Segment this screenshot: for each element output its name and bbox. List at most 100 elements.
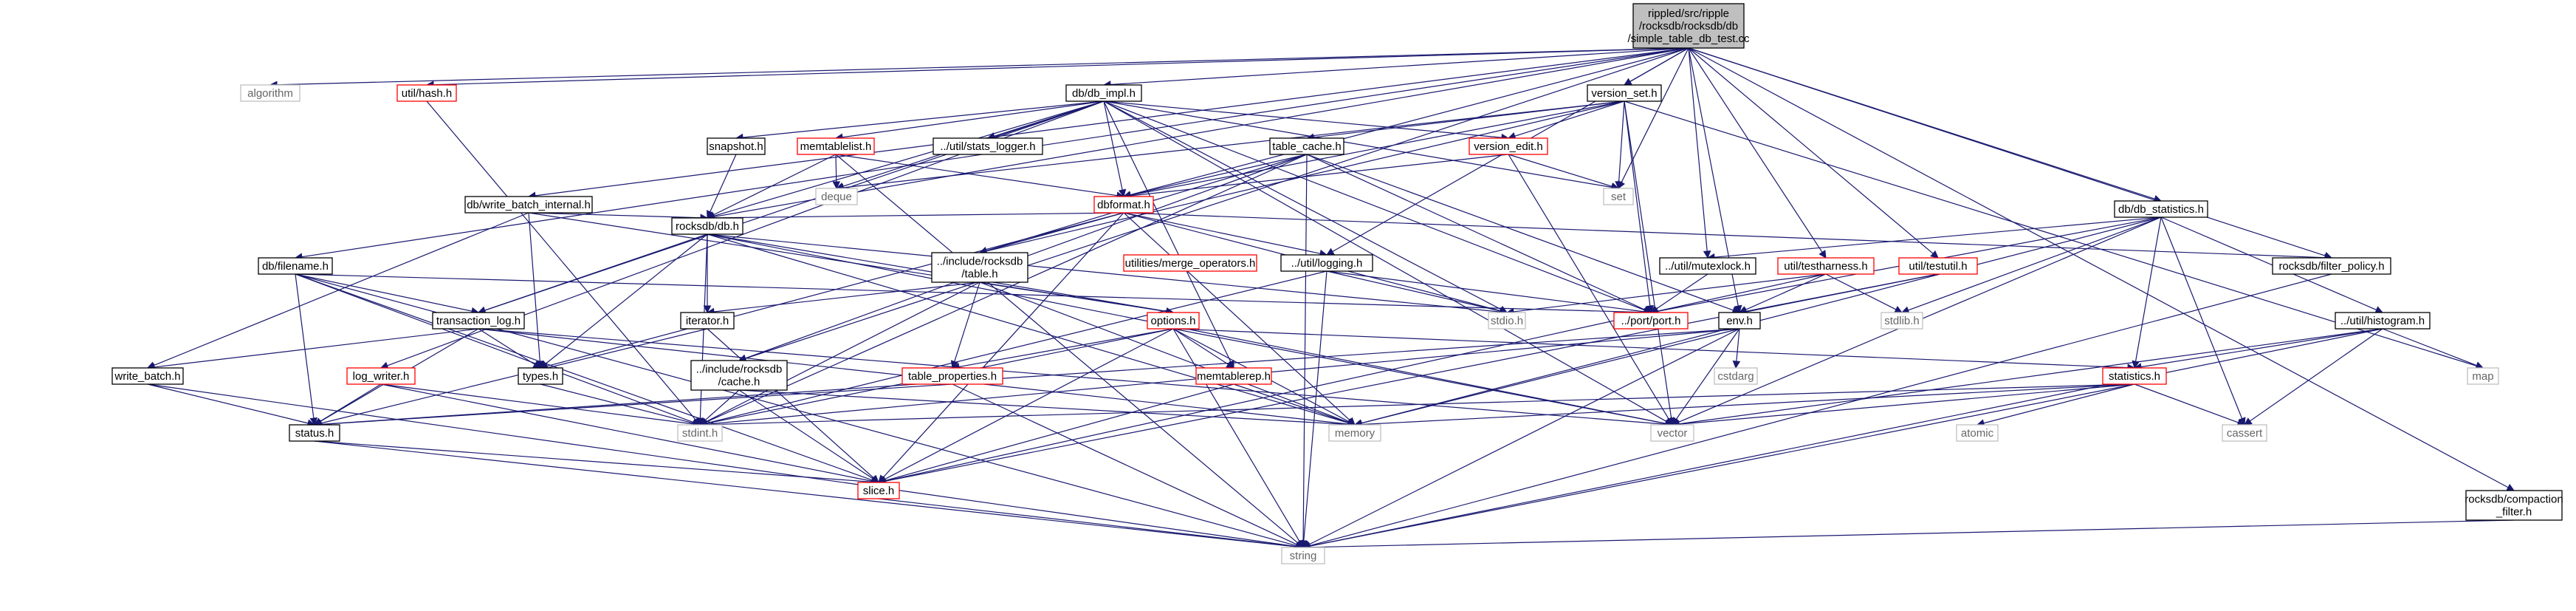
edge-statistics-to-cassert <box>2134 383 2246 426</box>
edge-transaction_log-to-write_batch <box>146 328 479 372</box>
node-box <box>797 137 875 155</box>
edge-histogram-to-vector <box>1671 328 2383 428</box>
node-write-batch-internal[interactable]: db/write_batch_internal.h <box>464 196 593 214</box>
node-rocksdb-db[interactable]: rocksdb/db.h <box>671 217 743 235</box>
edge-root-to-mutexlock <box>1688 47 1711 259</box>
node-memtablelist[interactable]: memtablelist.h <box>797 137 875 155</box>
node-options[interactable]: options.h <box>1147 312 1200 330</box>
node-util-hash[interactable]: util/hash.h <box>396 84 457 102</box>
node-snapshot[interactable]: snapshot.h <box>707 137 766 155</box>
node-filter-policy[interactable]: rocksdb/filter_policy.h <box>2272 257 2391 275</box>
edge-root-to-testutil <box>1688 47 1939 259</box>
node-status[interactable]: status.h <box>289 424 340 442</box>
node-label: ../util/histogram.h <box>2340 315 2425 327</box>
node-box <box>1065 84 1142 102</box>
node-compaction-filter[interactable]: rocksdb/compaction_filter.h <box>2465 490 2563 521</box>
node-box <box>1469 137 1548 155</box>
node-label: set <box>1611 191 1627 203</box>
node-label: version_edit.h <box>1474 140 1542 153</box>
node-memtablerep[interactable]: memtablerep.h <box>1195 367 1272 385</box>
node-port[interactable]: ../port/port.h <box>1613 312 1689 330</box>
node-box <box>1659 257 1756 275</box>
node-statistics[interactable]: statistics.h <box>2102 367 2167 385</box>
node-version-edit[interactable]: version_edit.h <box>1469 137 1548 155</box>
edge-log_writer-to-status <box>314 383 382 426</box>
node-label: version_set.h <box>1591 87 1657 100</box>
node-label: /cache.h <box>718 376 760 389</box>
node-box <box>1488 312 1526 330</box>
node-label: db/filename.h <box>262 260 329 273</box>
node-vector: vector <box>1650 424 1694 442</box>
node-slice[interactable]: slice.h <box>857 482 900 499</box>
node-label: ../include/rocksdb <box>696 363 783 376</box>
node-iterator[interactable]: iterator.h <box>680 312 735 330</box>
node-box <box>289 424 340 442</box>
edge-util_hash-to-stdint <box>426 100 701 426</box>
node-box <box>1587 84 1662 102</box>
node-testharness[interactable]: util/testharness.h <box>1777 257 1875 275</box>
node-log-writer[interactable]: log_writer.h <box>346 367 416 385</box>
node-label: ../util/mutexlock.h <box>1665 260 1751 273</box>
node-db-statistics[interactable]: db/db_statistics.h <box>2114 200 2208 218</box>
node-box <box>1650 424 1694 442</box>
edge-memtablelist-to-deque <box>832 154 841 190</box>
node-label: stdio.h <box>1491 315 1523 327</box>
node-box <box>690 360 788 391</box>
node-root[interactable]: rippled/src/ripple/rocksdb/rocksdb/db/si… <box>1627 3 1750 49</box>
node-label: memtablelist.h <box>800 140 872 153</box>
node-label: _filter.h <box>2496 506 2532 519</box>
node-util-logging[interactable]: ../util/logging.h <box>1280 254 1373 272</box>
edge-db_impl-to-memtablelist <box>834 100 1105 141</box>
edge-snapshot-to-rocksdb_db <box>707 154 737 219</box>
node-filename[interactable]: db/filename.h <box>258 257 333 275</box>
node-label: log_writer.h <box>353 370 410 383</box>
node-label: snapshot.h <box>709 140 763 153</box>
edge-db_statistics-to-statistics <box>2132 216 2162 369</box>
node-box <box>2222 424 2267 442</box>
node-cassert: cassert <box>2222 424 2267 442</box>
node-deque: deque <box>815 188 858 205</box>
node-types[interactable]: types.h <box>518 367 563 385</box>
node-env[interactable]: env.h <box>1718 312 1761 330</box>
node-box <box>518 367 563 385</box>
node-transaction-log[interactable]: transaction_log.h <box>432 312 525 330</box>
node-histogram[interactable]: ../util/histogram.h <box>2335 312 2431 330</box>
node-write-batch[interactable]: write_batch.h <box>111 367 184 385</box>
node-algorithm: algorithm <box>240 84 300 102</box>
node-box <box>1714 367 1758 385</box>
node-label: vector <box>1658 427 1688 440</box>
node-box <box>677 424 723 442</box>
node-table-cache[interactable]: table_cache.h <box>1269 137 1344 155</box>
node-version-set[interactable]: version_set.h <box>1587 84 1662 102</box>
edge-version_set-to-dbformat <box>1122 100 1625 199</box>
node-box <box>432 312 525 330</box>
nodes-layer: rippled/src/ripple/rocksdb/rocksdb/db/si… <box>111 3 2563 564</box>
node-mutexlock[interactable]: ../util/mutexlock.h <box>1659 257 1756 275</box>
node-box <box>2465 490 2563 521</box>
node-label: util/testutil.h <box>1909 260 1967 273</box>
node-testutil[interactable]: util/testutil.h <box>1898 257 1978 275</box>
edge-rocksdb_db-to-types <box>540 233 708 369</box>
node-merge-operators[interactable]: utilities/merge_operators.h <box>1123 254 1257 272</box>
node-label: env.h <box>1726 315 1753 327</box>
node-label: rippled/src/ripple <box>1648 7 1729 20</box>
node-label: transaction_log.h <box>436 315 521 327</box>
edge-env-to-cstdarg <box>1732 328 1741 369</box>
node-label: stdint.h <box>682 427 718 440</box>
edge-rocksdb_db-to-iterator <box>703 234 712 314</box>
node-label: util/testharness.h <box>1784 260 1867 273</box>
node-stats-logger[interactable]: ../util/stats_logger.h <box>932 137 1043 155</box>
edge-root-to-testharness <box>1688 47 1827 259</box>
node-box <box>111 367 184 385</box>
node-dbformat[interactable]: dbformat.h <box>1093 196 1154 214</box>
node-box <box>1328 424 1381 442</box>
node-label: status.h <box>295 427 334 440</box>
node-table-properties[interactable]: table_properties.h <box>901 367 1003 385</box>
node-box <box>1280 254 1373 272</box>
edge-compaction_filter-to-string <box>1302 519 2515 552</box>
edge-statistics-to-string <box>1302 383 2135 550</box>
node-db-impl[interactable]: db/db_impl.h <box>1065 84 1142 102</box>
node-include-cache[interactable]: ../include/rocksdb/cache.h <box>690 360 788 391</box>
node-include-table[interactable]: ../include/rocksdb/table.h <box>931 252 1028 283</box>
edge-db_impl-to-rocksdb_db <box>706 100 1105 220</box>
